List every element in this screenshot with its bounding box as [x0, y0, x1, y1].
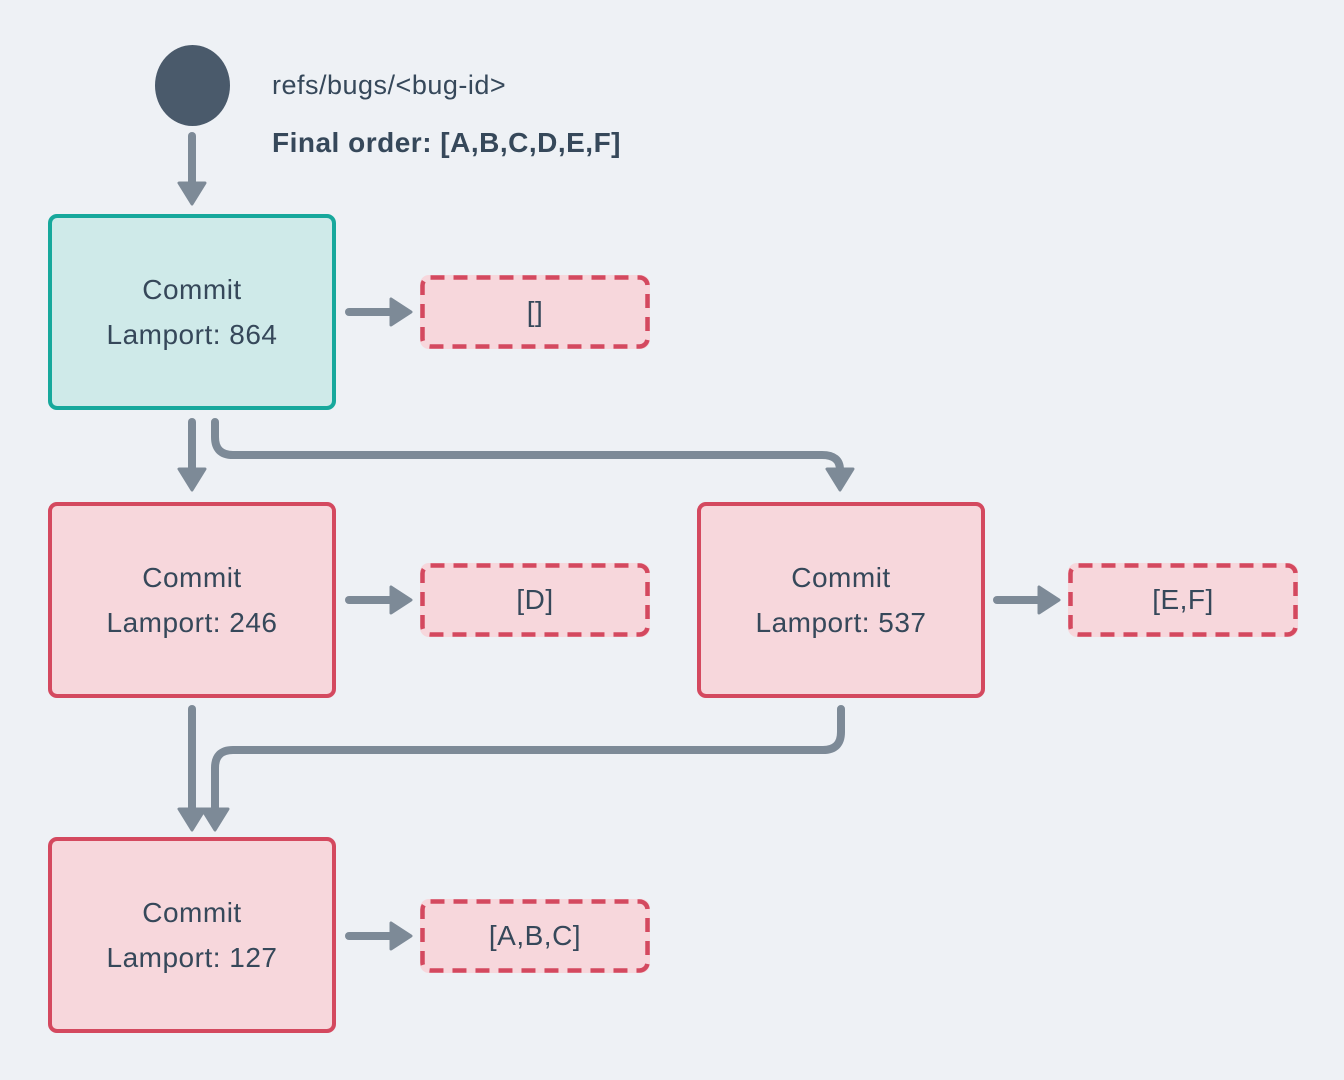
edge-commit-864-to-commit-537 [211, 418, 855, 492]
arrowhead-down-icon [177, 807, 207, 832]
arrowhead-right-icon [389, 921, 413, 951]
lamport-label: Lamport: 127 [106, 941, 278, 973]
arrowhead-right-icon [389, 585, 413, 615]
commit-label: Commit [142, 273, 242, 305]
commit-node-127: Commit Lamport: 127 [48, 837, 336, 1033]
ref-name-label: refs/bugs/<bug-id> [272, 70, 507, 100]
payload-value: [E,F] [1152, 584, 1214, 615]
lamport-label: Lamport: 537 [755, 606, 927, 638]
lamport-label: Lamport: 864 [106, 318, 278, 350]
edge-ref-to-commit-864 [177, 132, 207, 206]
commit-label: Commit [142, 561, 242, 593]
arrowhead-down-icon [177, 467, 207, 492]
arrowhead-right-icon [1037, 585, 1061, 615]
edge-commit-864-to-payload [345, 297, 413, 327]
payload-value: [A,B,C] [488, 920, 582, 951]
payload-box-empty: [] [420, 275, 650, 349]
payload-box-ef: [E,F] [1068, 563, 1298, 637]
lamport-label: Lamport: 246 [106, 606, 278, 638]
payload-box-abc: [A,B,C] [420, 899, 650, 973]
edge-line [211, 418, 844, 474]
payload-value: [D] [516, 584, 554, 615]
commit-node-864: Commit Lamport: 864 [48, 214, 336, 410]
final-order-label: Final order: [A,B,C,D,E,F] [272, 127, 621, 158]
edge-commit-246-to-commit-127 [177, 705, 207, 832]
commit-node-246: Commit Lamport: 246 [48, 502, 336, 698]
edge-commit-127-to-payload [345, 921, 413, 951]
commit-label: Commit [791, 561, 891, 593]
commit-node-537: Commit Lamport: 537 [697, 502, 985, 698]
arrowhead-right-icon [389, 297, 413, 327]
edge-line [211, 705, 845, 814]
edge-commit-537-to-payload [993, 585, 1061, 615]
payload-box-d: [D] [420, 563, 650, 637]
arrowhead-down-icon [200, 807, 230, 832]
payload-value: [] [526, 296, 544, 327]
arrowhead-down-icon [177, 181, 207, 206]
edge-commit-537-to-commit-127 [200, 705, 845, 832]
edge-commit-246-to-payload [345, 585, 413, 615]
commit-label: Commit [142, 896, 242, 928]
edge-commit-864-to-commit-246 [177, 418, 207, 492]
ref-head-circle-icon [155, 45, 230, 126]
arrowhead-down-icon [825, 467, 855, 492]
